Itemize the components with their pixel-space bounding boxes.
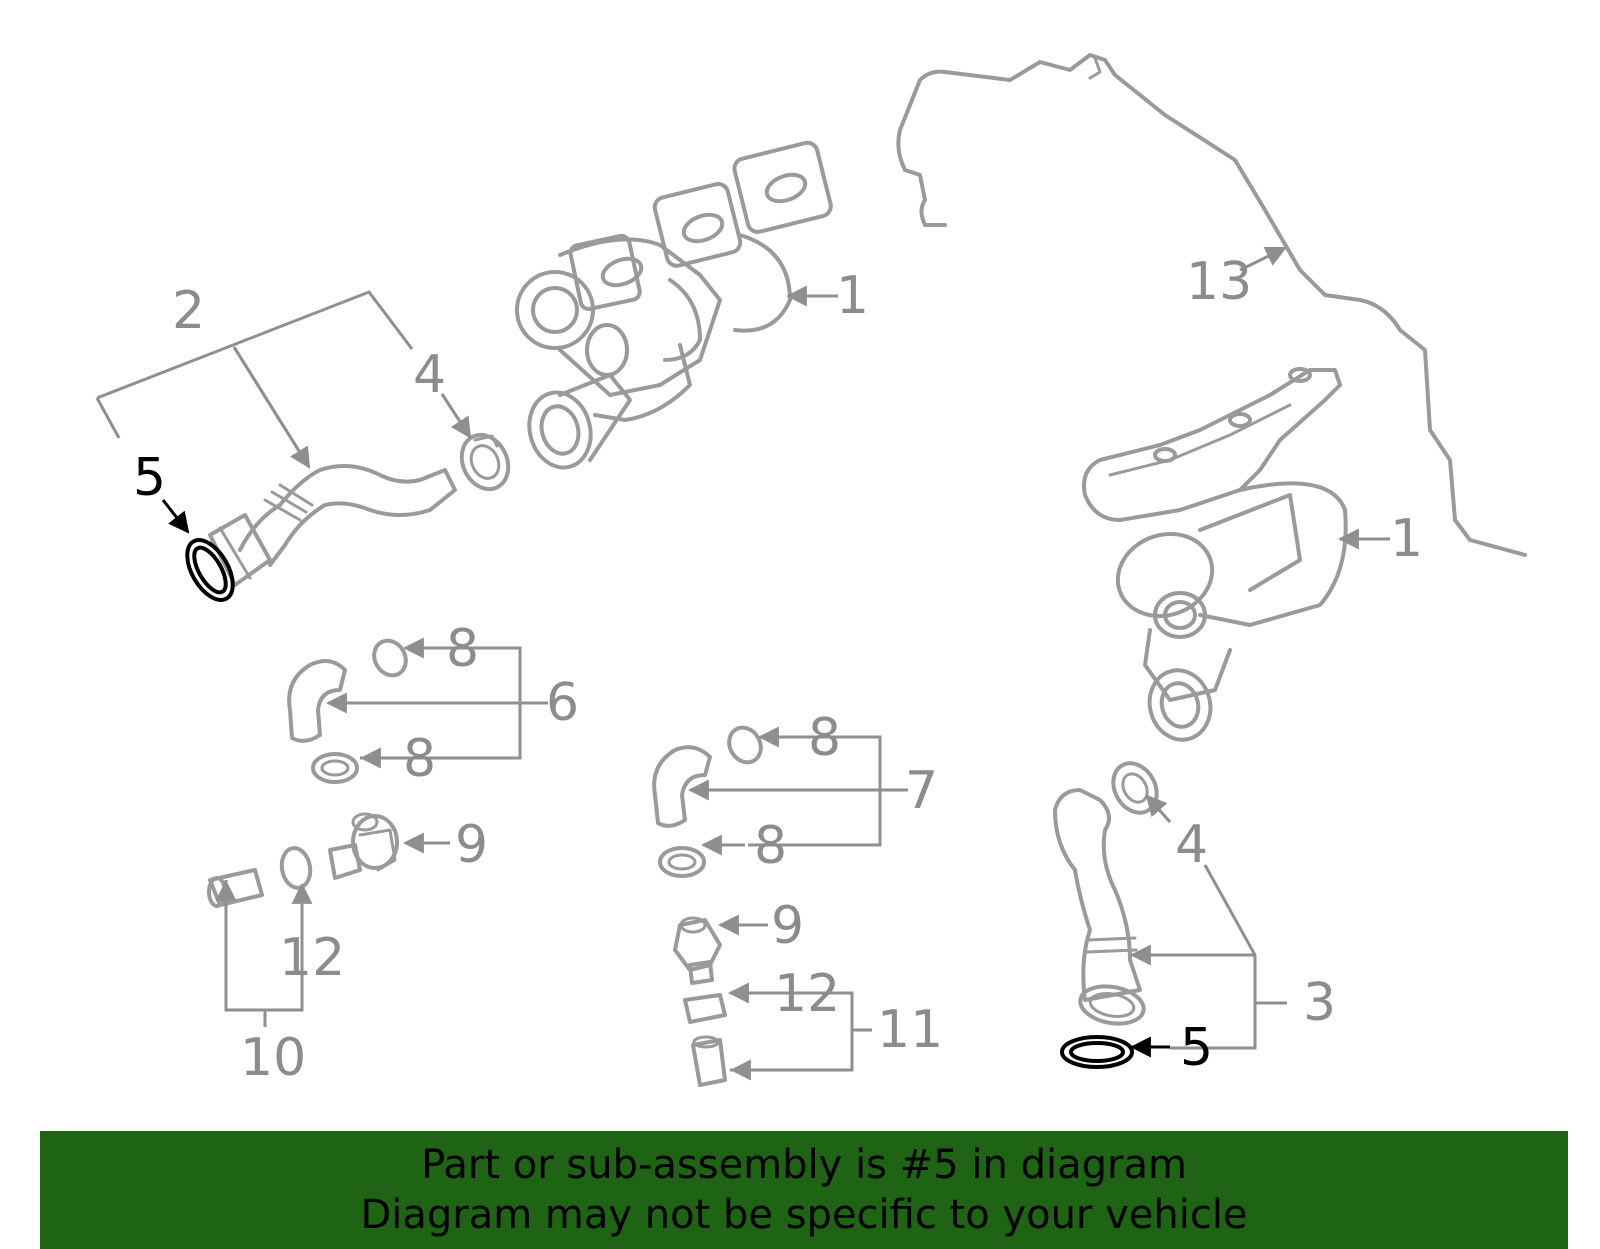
leader-lines bbox=[95, 246, 1390, 1081]
callout-8-a: 8 bbox=[446, 619, 479, 679]
callout-12-b: 12 bbox=[774, 964, 840, 1024]
banner-line-2: Diagram may not be specific to your vehi… bbox=[360, 1192, 1248, 1238]
callout-6: 6 bbox=[546, 673, 579, 733]
seal-ring-left bbox=[185, 538, 235, 602]
callout-10: 10 bbox=[240, 1028, 306, 1088]
callout-4-lower: 4 bbox=[1175, 815, 1208, 875]
turbocharger-lower bbox=[1082, 367, 1348, 742]
callout-1-upper: 1 bbox=[836, 266, 869, 326]
callout-5-right: 5 bbox=[1180, 1018, 1213, 1078]
callout-1-lower: 1 bbox=[1390, 509, 1423, 569]
charge-pipe-upper bbox=[208, 432, 511, 587]
info-banner: Part or sub-assembly is #5 in diagram Di… bbox=[40, 1131, 1568, 1249]
callout-9-a: 9 bbox=[455, 815, 488, 875]
callout-12-a: 12 bbox=[279, 928, 345, 988]
callout-4-upper: 4 bbox=[413, 345, 446, 405]
callout-7: 7 bbox=[905, 761, 938, 821]
callout-2: 2 bbox=[172, 281, 205, 341]
banner-line-1: Part or sub-assembly is #5 in diagram bbox=[421, 1142, 1187, 1188]
callout-8-d: 8 bbox=[754, 816, 787, 876]
hose-assembly-6 bbox=[287, 638, 408, 784]
callout-5-left: 5 bbox=[133, 448, 166, 508]
callout-8-c: 8 bbox=[808, 708, 841, 768]
callout-11: 11 bbox=[877, 1000, 943, 1060]
turbocharger-upper bbox=[515, 140, 833, 470]
part-13-line bbox=[896, 53, 1527, 557]
connector-assembly-11 bbox=[673, 916, 727, 1087]
callout-3: 3 bbox=[1303, 973, 1336, 1033]
callout-9-b: 9 bbox=[771, 896, 804, 956]
hose-assembly-7 bbox=[652, 725, 763, 878]
callout-labels: 1 1 2 3 4 4 5 5 6 7 8 8 8 8 9 9 10 11 12… bbox=[133, 252, 1423, 1088]
charge-pipe-lower bbox=[1053, 761, 1159, 1026]
callout-8-b: 8 bbox=[403, 729, 436, 789]
callout-13: 13 bbox=[1186, 252, 1252, 312]
